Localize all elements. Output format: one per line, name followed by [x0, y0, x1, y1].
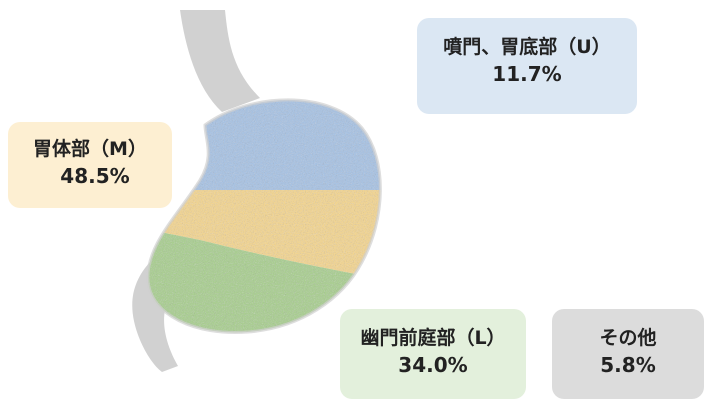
stomach-upper-region	[147, 99, 381, 190]
duodenum-shape	[132, 262, 178, 372]
lower-region-name: 幽門前庭部（L）	[360, 327, 506, 349]
other-region-percent: 5.8%	[600, 353, 656, 377]
other-region-callout: その他 5.8%	[552, 309, 704, 399]
middle-region-percent: 48.5%	[60, 164, 130, 188]
upper-region-percent: 11.7%	[492, 62, 562, 86]
upper-region-name: 噴門、胃底部（U）	[443, 36, 611, 58]
stomach-middle-region	[147, 190, 381, 282]
upper-region-callout: 噴門、胃底部（U） 11.7%	[417, 18, 637, 114]
lower-region-percent: 34.0%	[398, 353, 468, 377]
stomach-outline	[146, 98, 382, 334]
lower-region-callout: 幽門前庭部（L） 34.0%	[340, 309, 526, 399]
other-region-name: その他	[599, 327, 657, 349]
esophagus-shape	[180, 10, 260, 112]
middle-region-callout: 胃体部（M） 48.5%	[8, 122, 172, 208]
middle-region-name: 胃体部（M）	[33, 138, 147, 160]
